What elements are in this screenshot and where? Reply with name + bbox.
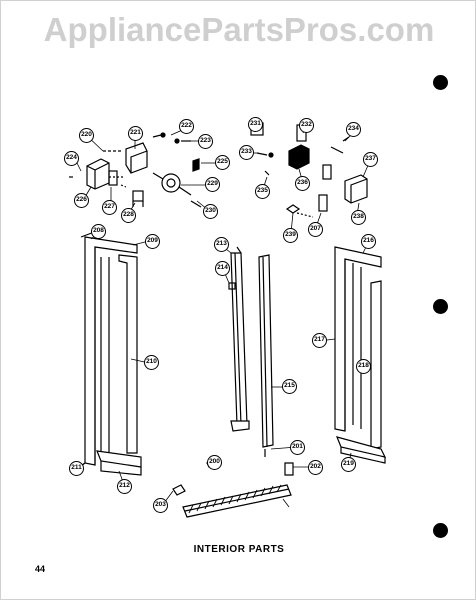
callout-224: 224 xyxy=(64,151,79,166)
callout-201: 201 xyxy=(290,440,305,455)
top-left-hinge-assembly xyxy=(69,132,202,208)
callout-234: 234 xyxy=(346,122,361,137)
top-right-hinge-assembly xyxy=(250,122,368,218)
callout-230: 230 xyxy=(203,204,218,219)
callout-239: 239 xyxy=(283,228,298,243)
callout-208: 208 xyxy=(91,224,106,239)
callout-216: 216 xyxy=(361,234,376,249)
callout-212: 212 xyxy=(117,479,132,494)
callout-202: 202 xyxy=(308,460,323,475)
callout-228: 228 xyxy=(121,208,136,223)
left-breaker-strip xyxy=(78,230,142,476)
callout-215: 215 xyxy=(282,379,297,394)
right-breaker-strip xyxy=(334,246,387,464)
page-number: 44 xyxy=(35,564,46,574)
callout-231: 231 xyxy=(248,117,263,132)
callout-220: 220 xyxy=(79,128,94,143)
callout-227: 227 xyxy=(102,200,117,215)
callout-221: 221 xyxy=(128,126,143,141)
callout-222: 222 xyxy=(179,119,194,134)
callout-238: 238 xyxy=(351,210,366,225)
binder-hole-top xyxy=(433,75,448,90)
callout-210: 210 xyxy=(144,355,159,370)
callout-235: 235 xyxy=(255,184,270,199)
callout-211: 211 xyxy=(69,461,84,476)
callout-233: 233 xyxy=(239,145,254,160)
callout-237: 237 xyxy=(363,152,378,167)
callout-207: 207 xyxy=(308,222,323,237)
callout-225: 225 xyxy=(215,155,230,170)
callout-229: 229 xyxy=(205,177,220,192)
callout-218: 218 xyxy=(356,359,371,374)
callout-219: 219 xyxy=(341,457,356,472)
callout-217: 217 xyxy=(312,333,327,348)
bottom-grille xyxy=(172,460,294,518)
leader-lines xyxy=(74,124,371,508)
binder-hole-middle xyxy=(433,299,448,314)
center-mullion-strips xyxy=(228,246,274,457)
callout-223: 223 xyxy=(198,134,213,149)
callout-236: 236 xyxy=(295,176,310,191)
callout-209: 209 xyxy=(145,234,160,249)
callout-200: 200 xyxy=(207,455,222,470)
watermark: AppliancePartsPros.com xyxy=(43,11,435,48)
callout-213: 213 xyxy=(214,237,229,252)
callout-232: 232 xyxy=(299,118,314,133)
binder-hole-bottom xyxy=(433,523,448,538)
callout-214: 214 xyxy=(215,261,230,276)
diagram-caption: INTERIOR PARTS xyxy=(193,544,285,555)
callout-203: 203 xyxy=(153,498,168,513)
callout-226: 226 xyxy=(74,193,89,208)
